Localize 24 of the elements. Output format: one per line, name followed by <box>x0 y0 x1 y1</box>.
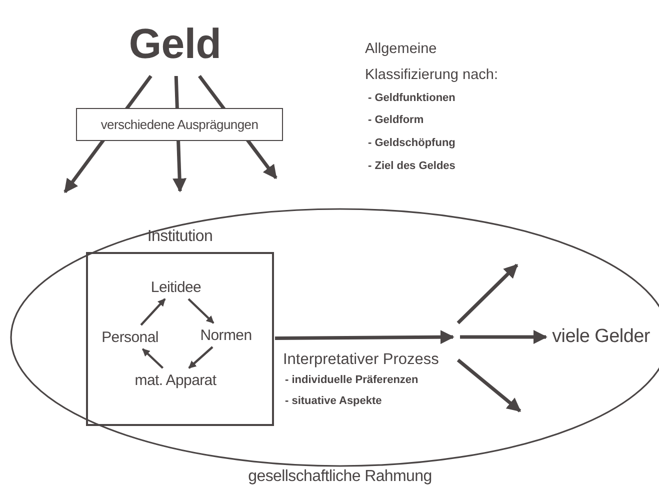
note-text: Interpretativer Prozess <box>283 351 439 369</box>
node-label: mat. Apparat <box>128 370 223 390</box>
ellipse-caption: gesellschaftliche Rahmung <box>247 468 433 486</box>
node-label: Personal <box>98 327 162 347</box>
note-text: Allgemeine Klassifizierung nach: <box>365 40 499 85</box>
node-label: Leitidee <box>145 277 207 297</box>
list-item: - Geldform <box>368 114 424 126</box>
label-box: verschiedene Ausprägungen <box>76 108 283 141</box>
ellipse-frame <box>10 208 659 467</box>
list-item: - Ziel des Geldes <box>368 160 456 172</box>
list-item: - situative Aspekte <box>285 395 382 407</box>
title-text: Geld <box>120 12 230 75</box>
group-title: Institution <box>146 228 214 246</box>
arrow <box>188 346 214 369</box>
node-label: viele Gelder <box>548 324 654 350</box>
arrow <box>188 298 214 324</box>
arrow <box>140 298 166 326</box>
list-item: - Geldschöpfung <box>368 137 456 149</box>
arrow <box>142 348 164 369</box>
list-item: - Geldfunktionen <box>368 92 456 104</box>
arrow <box>274 330 454 344</box>
node-label: Normen <box>196 325 256 345</box>
arrow <box>460 330 548 344</box>
list-item: - individuelle Präferenzen <box>285 374 418 386</box>
